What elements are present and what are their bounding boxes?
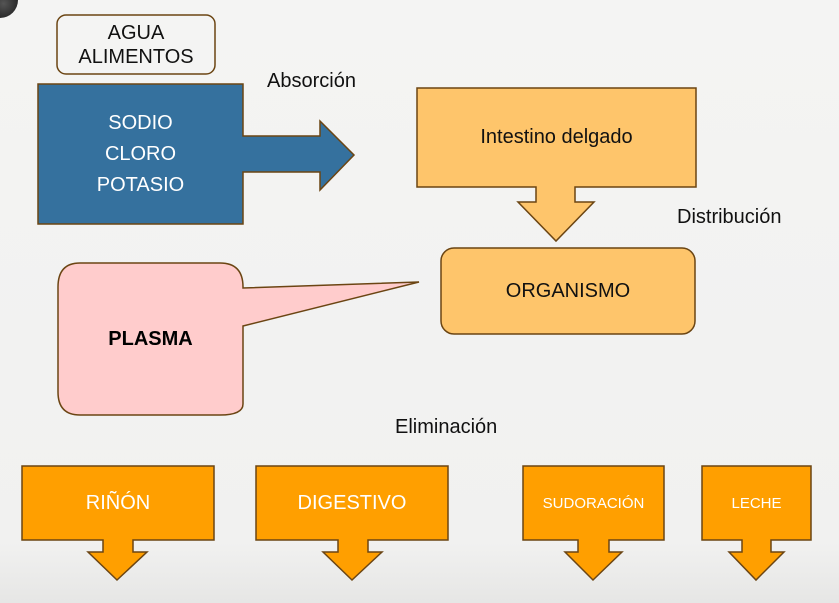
- organism-box-label: ORGANISMO: [505, 279, 631, 302]
- input-water: AGUA: [107, 21, 165, 44]
- distribution-label: Distribución: [677, 206, 782, 228]
- electrolyte-potassium: POTASIO: [96, 173, 185, 196]
- intestine-box-shape: [416, 87, 697, 243]
- organism-box-shape: [440, 247, 696, 335]
- intestine-box-label: Intestino delgado: [480, 126, 633, 148]
- electrolytes-text: SODIO CLORO POTASIO: [38, 84, 243, 224]
- route-digestive-label: DIGESTIVO: [297, 491, 407, 514]
- route-kidney-shape: [21, 465, 215, 582]
- inputs-box: [56, 14, 216, 75]
- route-milk-shape: [701, 465, 812, 582]
- electrolytes-arrow-shape: [37, 83, 356, 225]
- plasma-callout-label: PLASMA: [108, 327, 193, 350]
- electrolyte-sodium: SODIO: [108, 111, 173, 134]
- route-sweat-label: SUDORACIÓN: [542, 494, 645, 512]
- input-food: ALIMENTOS: [78, 45, 194, 68]
- route-digestive-shape: [255, 465, 449, 582]
- route-sweat-shape: [522, 465, 665, 582]
- inputs-box-text: AGUA ALIMENTOS: [57, 15, 215, 74]
- elimination-label: Eliminación: [395, 416, 498, 438]
- absorption-label: Absorción: [267, 70, 356, 92]
- electrolyte-chlorine: CLORO: [104, 142, 177, 165]
- plasma-callout-shape: [57, 262, 420, 416]
- route-kidney-label: RIÑÓN: [85, 491, 151, 514]
- route-milk-label: LECHE: [731, 494, 782, 512]
